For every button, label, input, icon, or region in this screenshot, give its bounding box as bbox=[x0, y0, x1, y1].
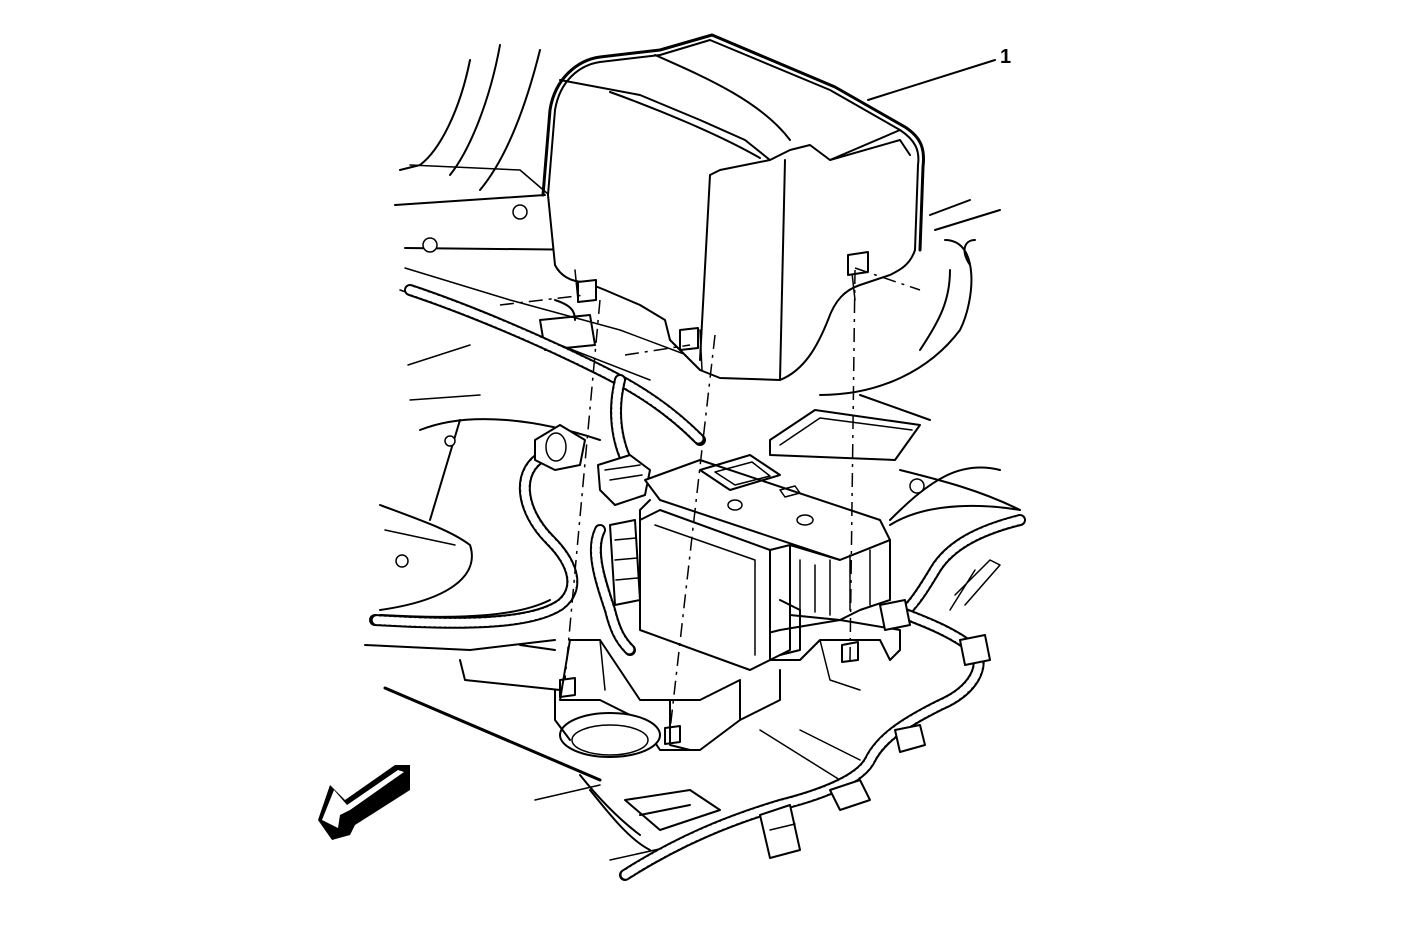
harness-connectors bbox=[534, 424, 651, 606]
wiring-harness-right bbox=[619, 514, 1026, 881]
front-direction-arrow-icon bbox=[318, 765, 410, 840]
callout-1: 1 bbox=[867, 46, 1011, 101]
alignment-lines bbox=[499, 267, 921, 745]
callout-1-label: 1 bbox=[1000, 46, 1011, 68]
module-mounting-bracket bbox=[554, 619, 901, 758]
module-cover bbox=[541, 33, 925, 381]
inflatable-restraint-module bbox=[639, 454, 891, 671]
